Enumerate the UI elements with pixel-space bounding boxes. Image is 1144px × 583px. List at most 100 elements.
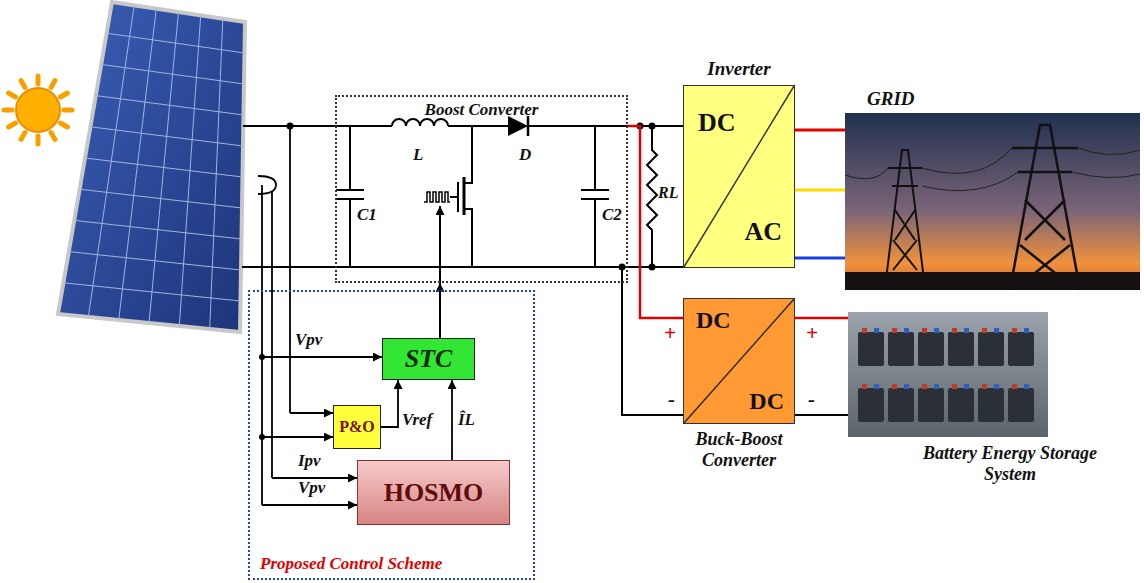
photo-label: Battery Energy Storage System	[920, 443, 1100, 485]
polarity-sign: +	[664, 322, 676, 345]
observer-box: HOSMO	[357, 460, 510, 525]
component-label: D	[519, 146, 531, 165]
solar-panel	[58, 2, 245, 332]
sun-ray	[51, 81, 55, 88]
block-heading: Inverter	[654, 58, 824, 80]
sun-ray	[36, 76, 41, 84]
connector	[451, 380, 453, 460]
gate-signal-arrow	[439, 206, 441, 283]
battery-cell	[858, 328, 884, 366]
wire	[289, 126, 291, 413]
cell-line	[90, 127, 243, 146]
signal-name: ÎL	[458, 411, 475, 430]
current-sensor-symbol	[258, 176, 276, 194]
grid-phase-wire	[795, 257, 845, 260]
sun-icon	[4, 76, 72, 144]
divider-line	[684, 86, 794, 267]
cell-line	[107, 33, 245, 53]
grid-photo: GRID	[845, 113, 1140, 290]
battery-cell	[948, 384, 974, 422]
sun-ray	[21, 81, 25, 88]
wire	[271, 192, 273, 478]
component-label: L	[413, 146, 423, 165]
signal-name: Vpv	[295, 331, 322, 350]
junction-dot	[649, 264, 656, 271]
port-label: DC	[749, 388, 784, 415]
grid-phase-wire	[795, 189, 845, 192]
inverter-box: InverterDCAC	[683, 85, 795, 268]
junction-dot	[259, 434, 265, 440]
connector	[628, 126, 683, 318]
port-label: DC	[696, 307, 731, 334]
boost-converter-box: Boost Converter	[335, 95, 628, 283]
control-scheme-box: Proposed Control SchemeSTCP&OHOSMO	[248, 290, 535, 580]
cell-line	[85, 158, 243, 177]
signal-arrow	[290, 412, 333, 414]
junction-dot	[259, 354, 265, 360]
power-line	[845, 148, 1140, 191]
sun-ray	[4, 108, 12, 113]
block-title: Proposed Control Scheme	[260, 554, 442, 574]
controller-box: STC	[382, 338, 475, 380]
wire	[243, 125, 392, 127]
sensing-wires	[258, 126, 382, 505]
signal-arrow	[262, 436, 333, 438]
battery-cell	[888, 384, 914, 422]
battery-cell	[858, 384, 884, 422]
signal-name: Ipv	[298, 452, 321, 471]
battery-cell	[1008, 328, 1034, 366]
wire	[242, 266, 683, 268]
cell-line	[74, 220, 241, 239]
pwm-pulse-symbol	[424, 192, 450, 202]
sun-disc	[16, 88, 60, 132]
component-label: C2	[602, 206, 622, 225]
inductor-symbol	[392, 119, 448, 126]
sun-ray	[9, 123, 16, 127]
pylon-icon	[1010, 125, 1080, 290]
battery-negative-wire	[622, 267, 683, 415]
resistor-symbol	[647, 126, 657, 267]
cell-line	[80, 189, 242, 208]
capacitor-symbol	[336, 126, 364, 267]
junction-dot	[287, 123, 294, 130]
wire	[528, 125, 628, 127]
connector	[795, 317, 848, 320]
sun-ray	[64, 108, 72, 113]
panel-cell-grid	[63, 5, 244, 329]
mosfet-channel	[463, 177, 466, 215]
block-name: STC	[405, 344, 453, 374]
cell-line	[63, 283, 240, 301]
battery-cell	[978, 384, 1004, 422]
buck-boost-box: DCDCBuck-Boost Converter	[683, 298, 795, 424]
wire	[448, 125, 508, 127]
sun-ray	[21, 133, 25, 140]
sun-ray	[9, 93, 16, 97]
junction-dot	[619, 264, 626, 271]
battery-cell	[1008, 384, 1034, 422]
signal-name: Vpv	[298, 479, 325, 498]
polarity-sign: -	[668, 388, 675, 411]
sun-ray	[36, 136, 41, 144]
sun-ray	[51, 133, 55, 140]
grid-photo-sky	[845, 113, 1140, 290]
battery-cell	[918, 328, 944, 366]
cell-line	[69, 252, 241, 270]
sun-ray	[61, 93, 68, 97]
cell-line	[96, 96, 244, 115]
pylon-icon	[885, 150, 925, 288]
battery-photo-ground	[848, 312, 1048, 437]
battery-photo: Battery Energy Storage System	[848, 312, 1048, 437]
block-heading: Buck-Boost Converter	[670, 429, 808, 471]
sun-ray	[61, 123, 68, 127]
battery-cell	[948, 328, 974, 366]
battery-cell	[888, 328, 914, 366]
signal-arrow	[262, 504, 357, 506]
block-title: Boost Converter	[337, 100, 626, 120]
battery-cell	[978, 328, 1004, 366]
block-name: HOSMO	[384, 478, 484, 508]
